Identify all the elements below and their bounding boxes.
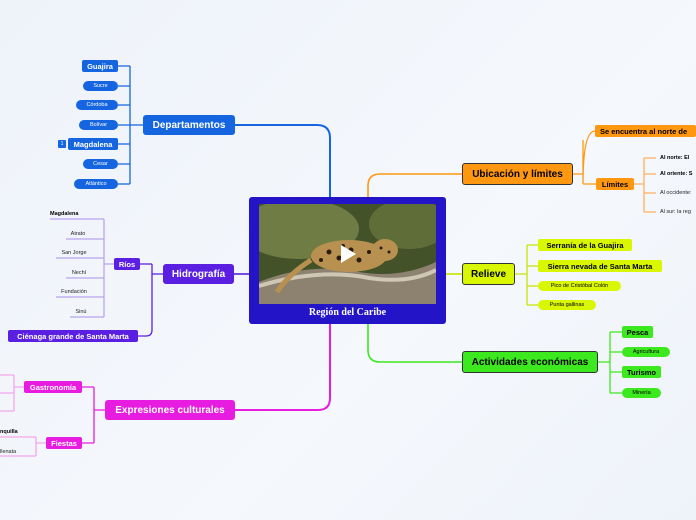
note-badge[interactable]: 1 <box>58 140 66 148</box>
central-title: Región del Caribe <box>308 307 387 318</box>
relieve-punta-gallinas[interactable]: Punta gallinas <box>538 300 596 310</box>
rio-atrato[interactable]: Atrato <box>70 231 86 237</box>
rio-san-jorge[interactable]: San Jorge <box>61 250 87 256</box>
limite-occidente[interactable]: Al occidente: <box>660 190 692 196</box>
limite-norte[interactable]: Al norte: El <box>660 155 690 161</box>
rio-fundacion[interactable]: Fundación <box>61 289 87 295</box>
actividad-pesca[interactable]: Pesca <box>622 326 653 338</box>
rio-magdalena[interactable]: Magdalena <box>50 211 79 217</box>
play-icon[interactable] <box>335 242 359 266</box>
branch-actividades-economicas[interactable]: Actividades económicas <box>462 351 598 373</box>
branch-relieve[interactable]: Relieve <box>462 263 515 285</box>
dept-guajira[interactable]: Guajira <box>82 60 118 72</box>
dept-atlantico[interactable]: Atlántico <box>74 179 118 189</box>
rio-sinu[interactable]: Sinú <box>75 309 87 315</box>
rios-node[interactable]: Ríos <box>114 258 140 270</box>
fiesta-item[interactable]: nquilla <box>0 429 18 435</box>
actividad-turismo[interactable]: Turismo <box>622 366 661 378</box>
branch-departamentos[interactable]: Departamentos <box>143 115 235 135</box>
gastronomia-node[interactable]: Gastronomía <box>24 381 82 393</box>
fiestas-node[interactable]: Fiestas <box>46 437 82 449</box>
relieve-serrania-guajira[interactable]: Serranía de la Guajira <box>538 239 632 251</box>
limite-sur[interactable]: Al sur: la reg <box>660 209 691 215</box>
central-topic[interactable]: Región del Caribe <box>249 197 446 324</box>
fiesta-item[interactable]: llenata <box>0 449 17 455</box>
branch-ubicacion-limites[interactable]: Ubicación y límites <box>462 163 573 185</box>
dept-sucre[interactable]: Sucre <box>83 81 118 91</box>
branch-expresiones-culturales[interactable]: Expresiones culturales <box>105 400 235 420</box>
dept-magdalena[interactable]: Magdalena <box>68 138 118 150</box>
ubicacion-norte[interactable]: Se encuentra al norte de <box>595 125 696 137</box>
actividad-mineria[interactable]: Minería <box>622 388 661 398</box>
relieve-sierra-nevada[interactable]: Sierra nevada de Santa Marta <box>538 260 662 272</box>
branch-hidrografia[interactable]: Hidrografía <box>163 264 234 284</box>
dept-cesar[interactable]: Cesar <box>83 159 118 169</box>
dept-cordoba[interactable]: Córdoba <box>76 100 118 110</box>
central-video-thumbnail[interactable] <box>259 204 436 304</box>
limite-oriente[interactable]: Al oriente: S <box>660 171 693 177</box>
dept-bolivar[interactable]: Bolívar <box>79 120 118 130</box>
limites-node[interactable]: Límites <box>596 178 634 190</box>
rio-nechi[interactable]: Nechí <box>71 270 87 276</box>
cienaga-node[interactable]: Ciénaga grande de Santa Marta <box>8 330 138 342</box>
relieve-pico-cristobal-colon[interactable]: Pico de Cristóbal Colón <box>538 281 621 291</box>
actividad-agricultura[interactable]: Agricultura <box>622 347 670 357</box>
